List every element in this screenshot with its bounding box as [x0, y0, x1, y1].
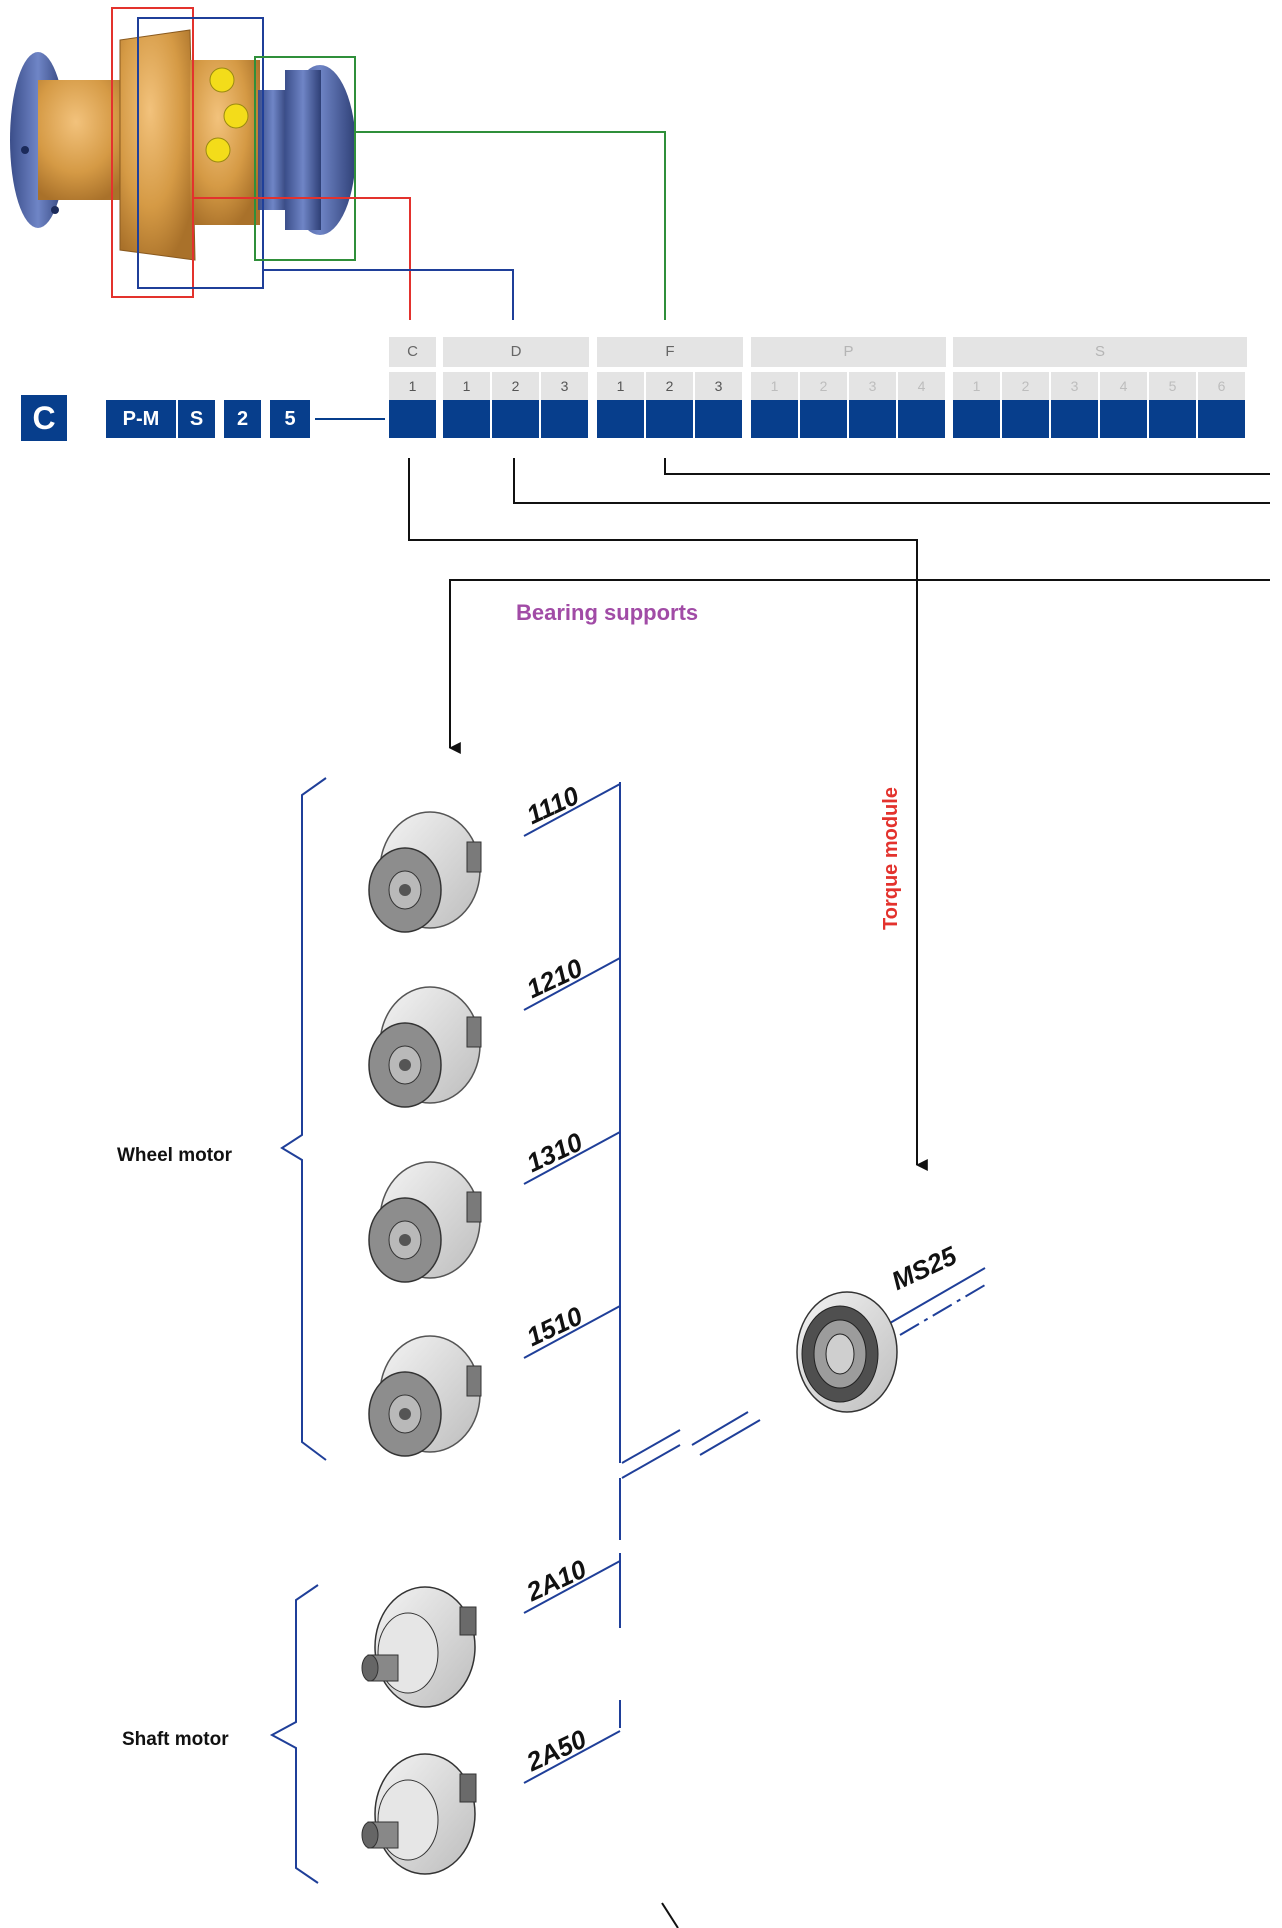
code-box-s: S	[178, 400, 215, 438]
code-slot-p4	[898, 400, 945, 438]
bearing-supports-label: Bearing supports	[516, 600, 699, 625]
shaft-motor-images	[361, 1586, 477, 1875]
code-slot-s3	[1051, 400, 1098, 438]
shaft-motor-label: Shaft motor	[122, 1729, 229, 1750]
slot-number: 1	[751, 372, 798, 400]
code-slot-s5	[1149, 400, 1196, 438]
slot-number: 2	[492, 372, 539, 400]
slot-number: 3	[849, 372, 896, 400]
code-box-5: 5	[270, 400, 310, 438]
group-header-p: P	[751, 337, 946, 367]
code-slot-d3	[541, 400, 588, 438]
code-slot-f3	[695, 400, 742, 438]
slot-number: 4	[898, 372, 945, 400]
slot-number: 2	[646, 372, 693, 400]
wheel-motor-images	[368, 811, 482, 1457]
slot-number: 1	[953, 372, 1000, 400]
code-slot-f2	[646, 400, 693, 438]
torque-module-image	[796, 1291, 898, 1413]
code-box-2: 2	[224, 400, 261, 438]
slot-number: 3	[1051, 372, 1098, 400]
slot-number: 1	[389, 372, 436, 400]
group-header-c: C	[389, 337, 436, 367]
slot-number: 3	[695, 372, 742, 400]
slot-number: 1	[443, 372, 490, 400]
motor-assembly-image	[10, 7, 356, 298]
code-box-pm: P-M	[106, 400, 176, 438]
slot-number: 6	[1198, 372, 1245, 400]
code-slot-p1	[751, 400, 798, 438]
torque-module-label: Torque module	[880, 787, 902, 930]
slot-number: 2	[800, 372, 847, 400]
slot-number: 3	[541, 372, 588, 400]
code-slot-p2	[800, 400, 847, 438]
group-header-d: D	[443, 337, 589, 367]
wheel-motor-label: Wheel motor	[117, 1145, 233, 1166]
code-slot-s1	[953, 400, 1000, 438]
code-slot-d1	[443, 400, 490, 438]
group-header-f: F	[597, 337, 743, 367]
code-slot-f1	[597, 400, 644, 438]
code-slot-s4	[1100, 400, 1147, 438]
code-slot-d2	[492, 400, 539, 438]
code-slot-s6	[1198, 400, 1245, 438]
slot-number: 2	[1002, 372, 1049, 400]
code-slot-s2	[1002, 400, 1049, 438]
slot-number: 5	[1149, 372, 1196, 400]
code-letter-badge: C	[21, 395, 67, 441]
code-slot-c1	[389, 400, 436, 438]
group-header-s: S	[953, 337, 1247, 367]
code-slot-p3	[849, 400, 896, 438]
slot-number: 1	[597, 372, 644, 400]
slot-number: 4	[1100, 372, 1147, 400]
